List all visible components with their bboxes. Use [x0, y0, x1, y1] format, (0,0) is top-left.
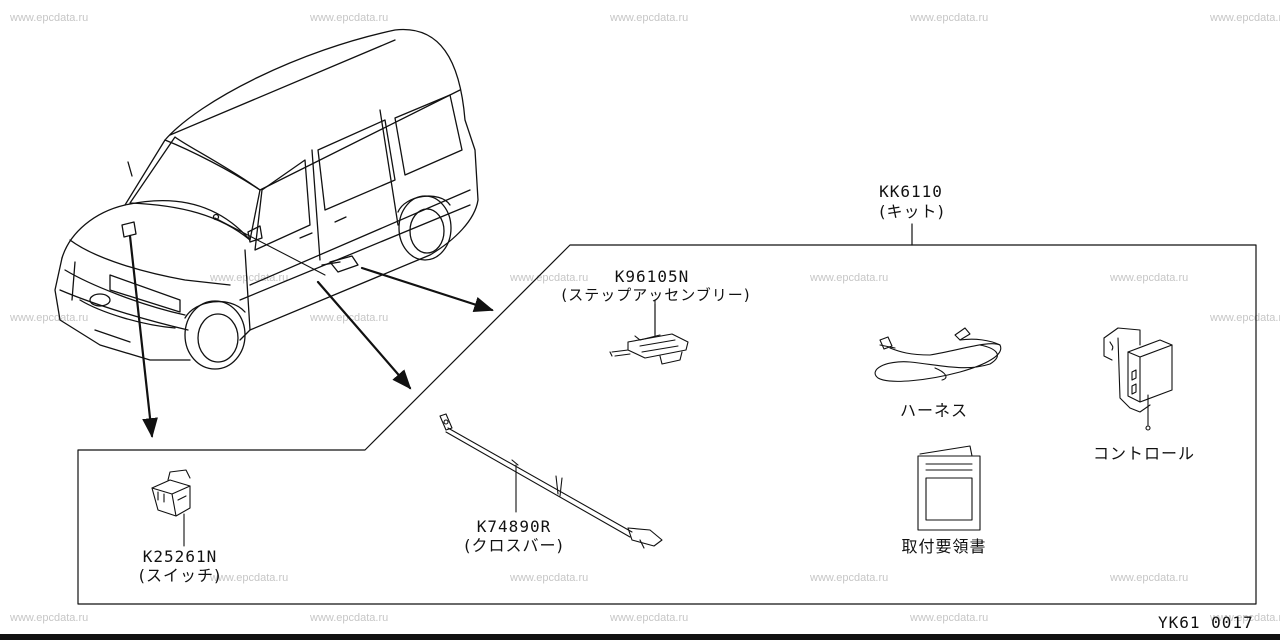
watermark-text: www.epcdata.ru — [1210, 612, 1280, 624]
watermark-text: www.epcdata.ru — [1210, 312, 1280, 324]
watermark-text: www.epcdata.ru — [10, 312, 89, 324]
crossbar-leader-arrow — [316, 280, 412, 390]
watermark-text: www.epcdata.ru — [310, 612, 389, 624]
bottom-border — [0, 634, 1280, 640]
switch-leader-arrow — [128, 234, 158, 438]
step-assembly-part-number: K96105N — [614, 267, 690, 286]
switch-name: (スイッチ) — [138, 566, 222, 585]
van-illustration — [54, 28, 479, 370]
diagram-code: YK61 0017 — [1158, 613, 1254, 632]
control-unit-drawing — [1103, 327, 1173, 431]
kit-bracket — [77, 223, 1257, 605]
step-assembly-name: (ステップアッセンブリー) — [561, 286, 751, 304]
control-name: コントロール — [1092, 444, 1196, 463]
watermark-text: www.epcdata.ru — [910, 612, 989, 624]
watermark-text: www.epcdata.ru — [610, 612, 689, 624]
watermark-text: www.epcdata.ru — [10, 612, 89, 624]
watermark-text: www.epcdata.ru — [810, 272, 889, 284]
watermark-text: www.epcdata.ru — [510, 272, 589, 284]
watermark-text: www.epcdata.ru — [910, 12, 989, 24]
switch-drawing — [151, 469, 191, 517]
watermark-text: www.epcdata.ru — [1210, 12, 1280, 24]
harness-name: ハーネス — [899, 401, 969, 420]
switch-part-number: K25261N — [142, 547, 218, 566]
watermark-text: www.epcdata.ru — [1110, 572, 1189, 584]
cross-bar-name: (クロスバー) — [464, 536, 564, 555]
manual-drawing — [917, 445, 981, 531]
manual-name: 取付要領書 — [901, 537, 987, 556]
watermark-text: www.epcdata.ru — [210, 572, 289, 584]
kit-name: (キット) — [879, 202, 945, 221]
watermark-text: www.epcdata.ru — [310, 12, 389, 24]
step-assembly-drawing — [609, 299, 689, 365]
cross-bar-drawing — [439, 413, 663, 549]
step-leader-arrow — [360, 266, 494, 313]
watermark-text: www.epcdata.ru — [610, 12, 689, 24]
kit-part-number: KK6110 — [879, 182, 943, 201]
watermark-text: www.epcdata.ru — [10, 12, 89, 24]
watermark-text: www.epcdata.ru — [810, 572, 889, 584]
watermark-text: www.epcdata.ru — [510, 572, 589, 584]
watermark-text: www.epcdata.ru — [1110, 272, 1189, 284]
harness-drawing — [874, 327, 1002, 382]
watermark-text: www.epcdata.ru — [210, 272, 289, 284]
cross-bar-part-number: K74890R — [476, 517, 552, 536]
